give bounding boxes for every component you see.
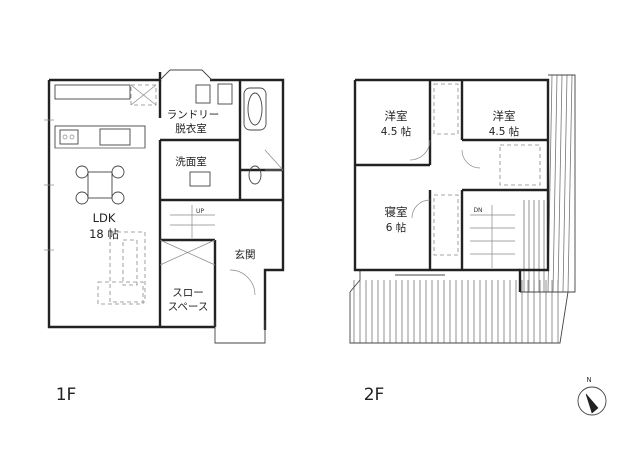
laundry-name-line2: 脱衣室 [175,122,207,135]
stair-down-mark: DN [473,207,482,214]
western-room-2-size: 4.5 帖 [489,125,520,138]
floor-plan-2f: 洋室 4.5 帖 洋室 4.5 帖 寝室 6 帖 DN 2F [349,74,576,405]
deck-bottom [353,280,559,343]
western-room-2-name: 洋室 [493,109,516,123]
stair-up-mark: UP [196,208,204,215]
western-room-1-name: 洋室 [385,109,408,123]
entrance-name: 玄関 [235,248,256,261]
floor-label-2f: 2F [364,385,385,405]
slope-space-name-line2: スペース [168,301,209,313]
floor-plan-1f: LDK 18 帖 ランドリー 脱衣室 洗面室 玄関 スロー スペース UP 1F [44,69,285,405]
washroom-name: 洗面室 [175,155,207,168]
slope-space-name-line1: スロー [172,287,204,299]
floor-label-1f: 1F [56,385,77,405]
ldk-name: LDK [93,211,116,225]
bedroom-name: 寝室 [385,205,408,219]
western-room-1-size: 4.5 帖 [381,125,412,138]
north-compass: N [577,376,607,416]
ldk-size: 18 帖 [89,227,119,241]
laundry-name-line1: ランドリー [167,109,220,121]
compass-north-label: N [586,376,591,384]
north-arrow-icon [585,393,599,414]
bedroom-size: 6 帖 [386,221,407,234]
